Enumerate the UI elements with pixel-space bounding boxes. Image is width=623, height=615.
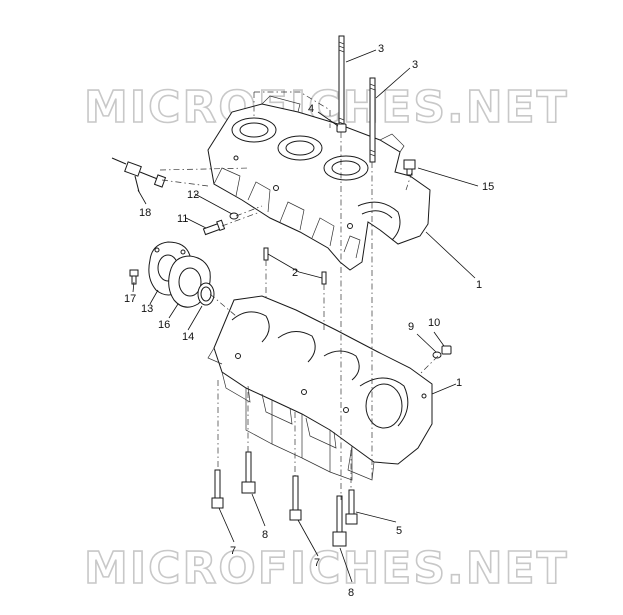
fitting-13	[403, 159, 416, 176]
plug-4	[336, 123, 347, 133]
callout-labels: 3 3 4 15 18 12 11 2 1 17 13 16 14 9 10 1…	[124, 43, 494, 599]
callout-12: 10	[428, 317, 440, 329]
callout-11: 9	[408, 321, 414, 333]
screw-17	[129, 269, 139, 285]
callout-18: 18	[139, 207, 151, 219]
pipe-fitting-18	[111, 157, 167, 193]
bolt-7-left	[211, 469, 224, 509]
callout-16: 16	[158, 319, 170, 331]
bolt-8-right	[332, 495, 347, 547]
callout-1-upper: 1	[476, 279, 482, 291]
bolt-5	[345, 489, 358, 525]
callout-14: 13	[141, 303, 153, 315]
lower-crankcase-base	[245, 388, 353, 481]
watermark-bottom: MICROFICHES.NET	[84, 543, 569, 594]
seal-15	[197, 282, 215, 306]
bolt-7-right	[289, 475, 302, 521]
callout-8-right: 8	[348, 587, 354, 599]
callout-7-right: 7	[314, 557, 320, 569]
bolt-8-left	[241, 451, 256, 494]
callout-3-lower: 3	[412, 59, 418, 71]
leader-lines	[132, 49, 479, 583]
nut-12	[441, 345, 452, 355]
screw-9	[202, 219, 226, 236]
callout-7-left: 7	[230, 545, 236, 557]
stud-3-right	[369, 77, 376, 163]
lower-crankcase	[207, 295, 433, 481]
callout-3-upper: 3	[378, 43, 384, 55]
callout-8-left: 8	[262, 529, 268, 541]
stud-3-left	[338, 35, 345, 133]
callout-10: 12	[187, 189, 199, 201]
callout-17: 17	[124, 293, 136, 305]
callout-1-lower: 1	[456, 377, 462, 389]
washer-11	[432, 351, 442, 359]
callout-5: 5	[396, 525, 402, 537]
callout-15: 14	[182, 331, 194, 343]
callout-2: 2	[292, 267, 298, 279]
washer-10	[229, 212, 239, 220]
callout-4: 4	[308, 103, 314, 115]
assembly-centerlines	[159, 91, 439, 500]
callout-9: 11	[177, 213, 188, 225]
callout-13: 15	[482, 181, 494, 193]
